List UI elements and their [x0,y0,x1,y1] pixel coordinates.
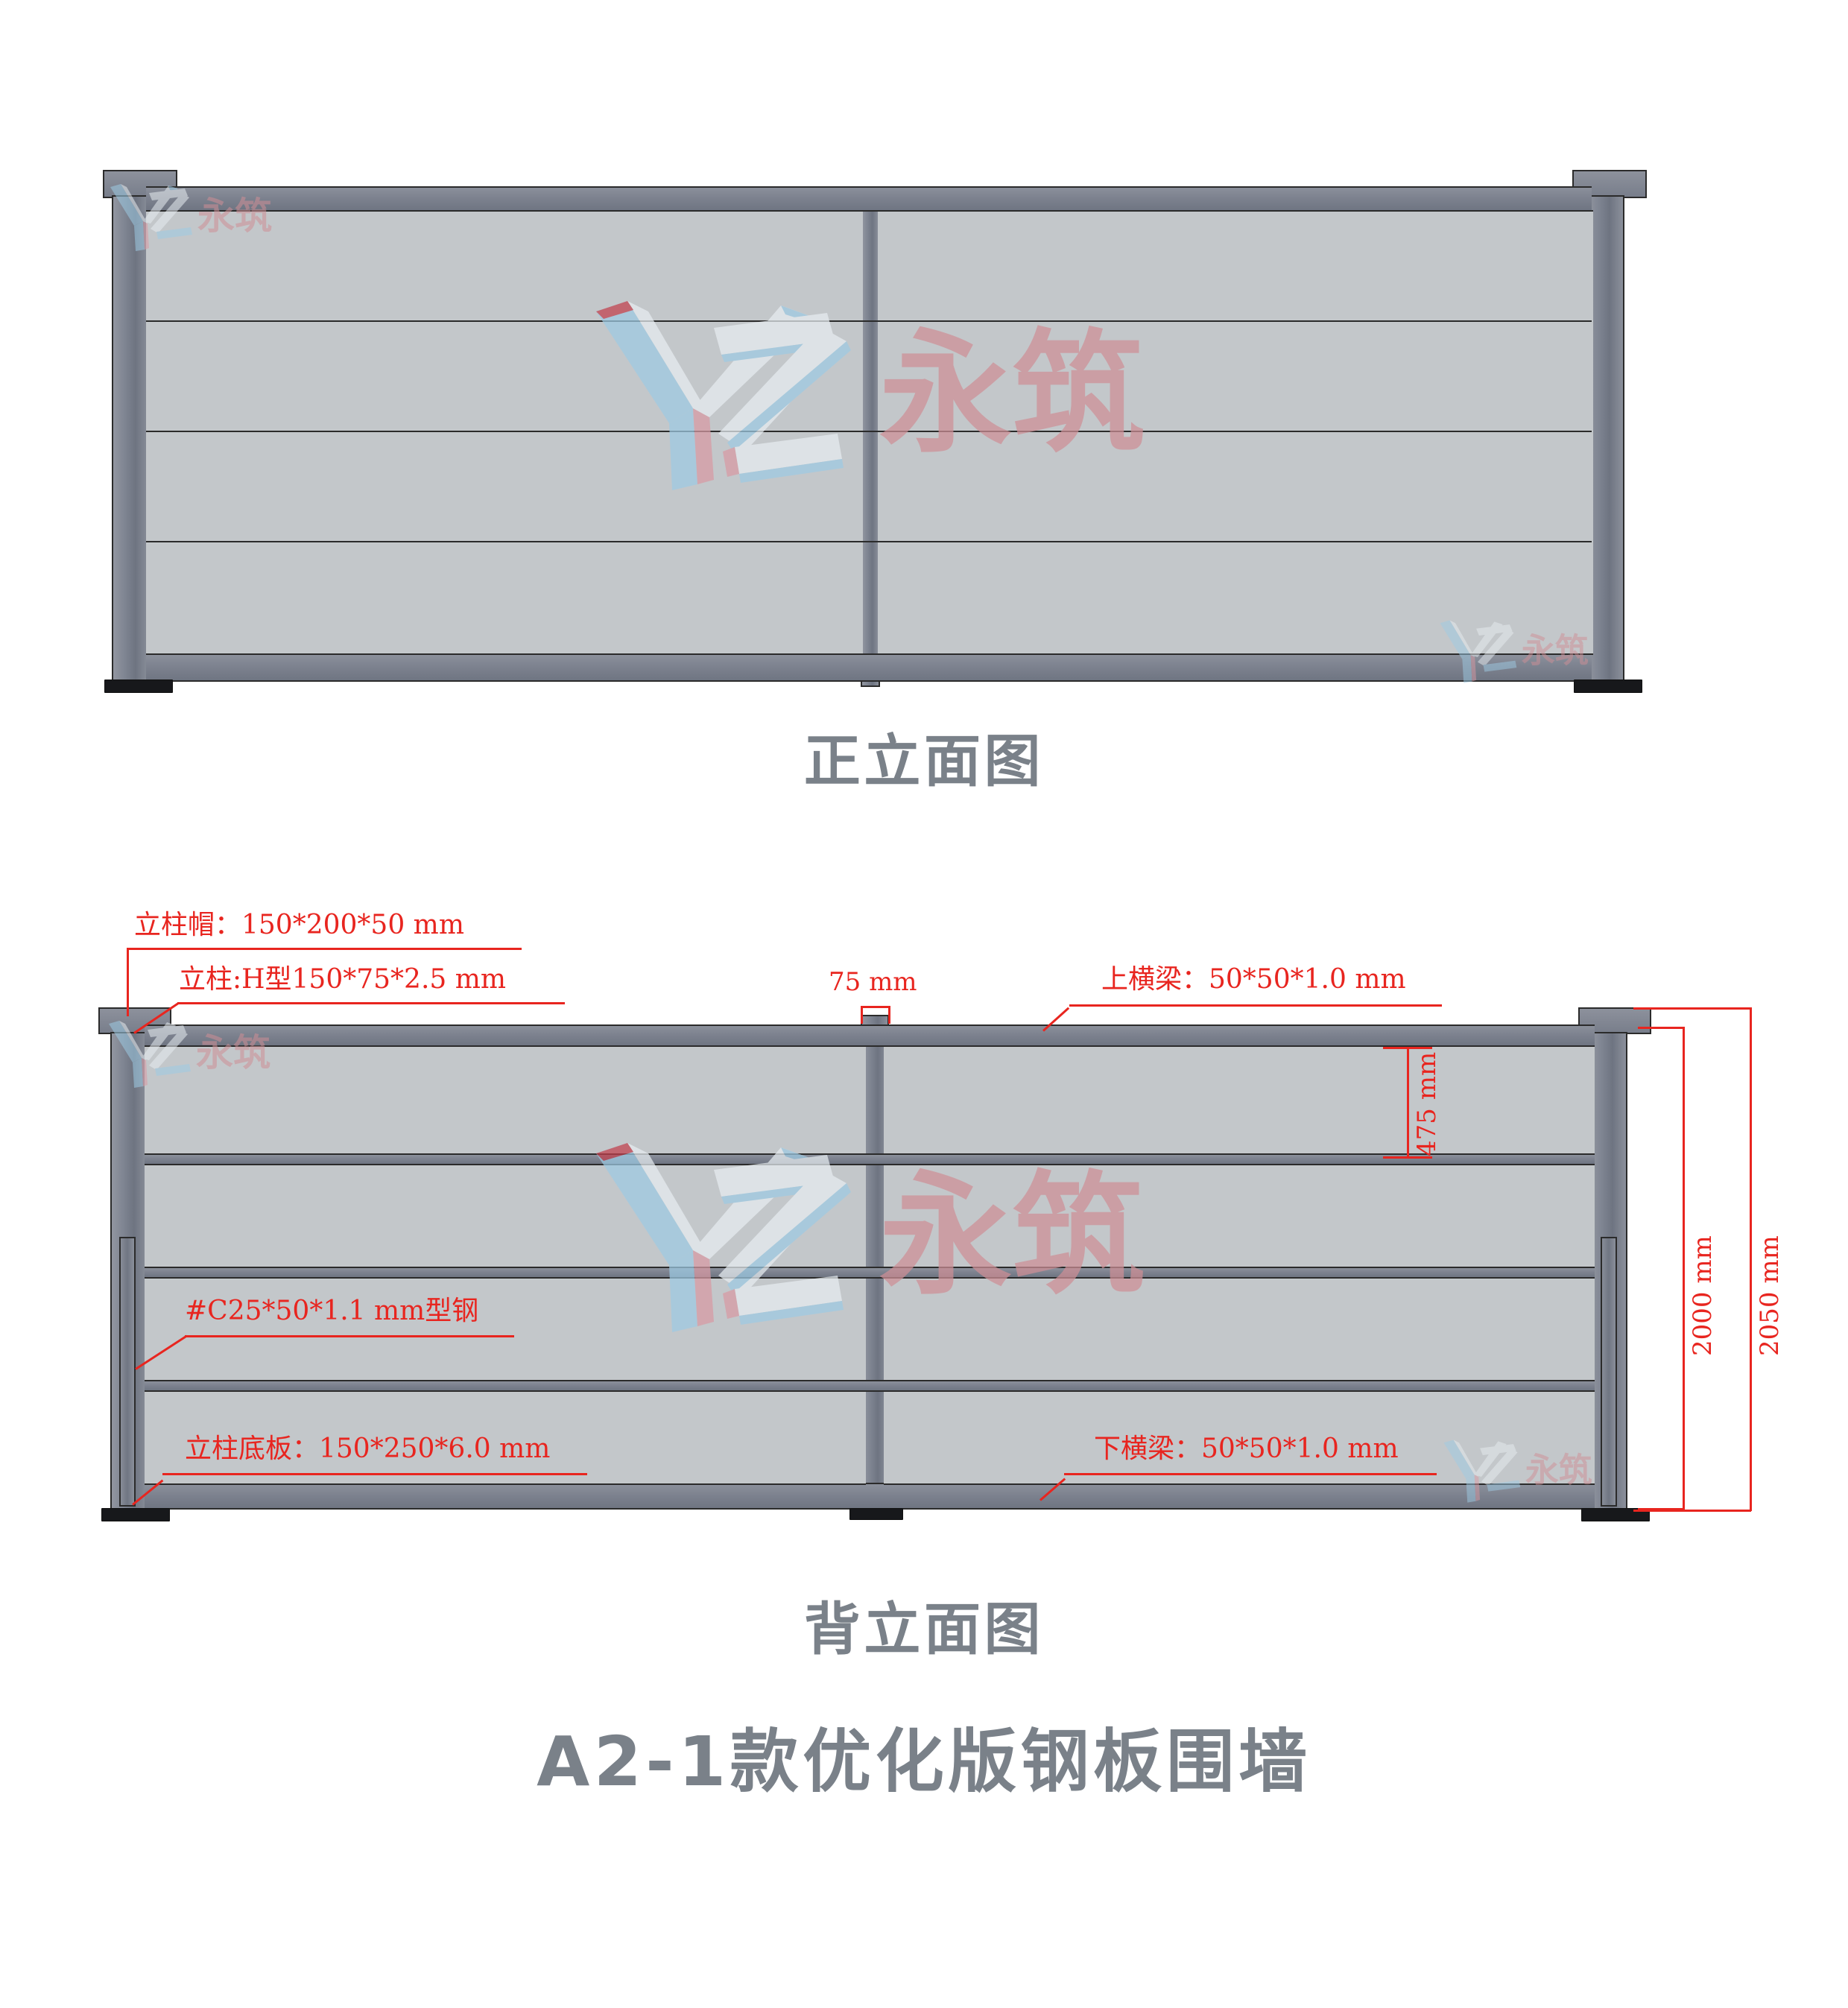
annotation-center-gap-label: 75 mm [829,967,917,997]
leader-base-plate-underline [162,1473,587,1475]
bottom-beam-front [146,653,1592,682]
panel-back-left-bay [145,1045,866,1485]
base-plate-left-back [101,1508,170,1521]
dim-center-gap-right [888,1006,890,1024]
dim-total-height-tick-bottom [1633,1510,1751,1512]
caption-back-elevation: 背立面图 [803,1596,1045,1662]
dim-total-height-label: 2050 mm [1755,1235,1785,1356]
mid-rail-back-1 [145,1153,1595,1165]
annotation-post-cap-label: 立柱帽：150*200*50 mm [134,910,464,940]
leader-post-underline [177,1002,565,1004]
base-plate-right-front [1574,680,1642,693]
dim-panel-height-tick-bottom [1383,1156,1432,1159]
dim-wall-height-tick-bottom [1638,1508,1684,1510]
caption-front-elevation: 正立面图 [803,728,1045,794]
dim-center-gap-left [861,1006,863,1024]
annotation-top-beam-label: 上横梁：50*50*1.0 mm [1101,964,1406,995]
bottom-beam-back [145,1483,1595,1510]
annotation-c-section-label: #C25*50*1.1 mm型钢 [185,1296,479,1326]
dim-wall-height-tick-top [1638,1027,1684,1029]
dim-total-height-tick-top [1633,1007,1751,1010]
leader-post-cap-underline [127,948,522,950]
top-beam-back [145,1024,1595,1047]
panel-seam-front-3 [146,541,1592,542]
dim-panel-height-line [1407,1047,1409,1159]
dim-wall-height-line [1683,1027,1685,1510]
annotation-bottom-beam-label: 下横梁：50*50*1.0 mm [1094,1434,1399,1464]
c-section-stiffener-right [1601,1237,1617,1507]
panel-seam-front-1 [146,320,1592,322]
base-plate-left-front [104,680,173,693]
dim-center-gap-top [861,1006,890,1008]
annotation-post-label: 立柱:H型150*75*2.5 mm [179,964,507,995]
dim-wall-height-label: 2000 mm [1688,1235,1718,1356]
dim-total-height-line [1750,1007,1752,1511]
base-plate-right-back [1581,1508,1650,1521]
leader-c-section-underline [185,1335,514,1337]
panel-seam-front-2 [146,431,1592,432]
panel-back-right-bay [884,1045,1595,1485]
dim-panel-height-tick-top [1383,1047,1432,1049]
c-section-stiffener-left [119,1237,136,1507]
page-title: A2-1款优化版钢板围墙 [537,1722,1311,1802]
leader-post-cap-drop [127,948,129,1016]
leader-bottom-beam-underline [1064,1473,1437,1475]
mid-rail-back-3 [145,1380,1595,1392]
panel-front-right-bay [878,210,1593,655]
annotation-base-plate-label: 立柱底板：150*250*6.0 mm [185,1434,551,1464]
top-beam-front [146,186,1592,212]
mid-rail-back-2 [145,1267,1595,1279]
leader-top-beam-underline [1069,1004,1442,1007]
base-plate-center-back [849,1508,903,1520]
dim-panel-height-label: 475 mm [1412,1051,1442,1156]
back-elevation-view: 永筑 [98,910,1785,1521]
